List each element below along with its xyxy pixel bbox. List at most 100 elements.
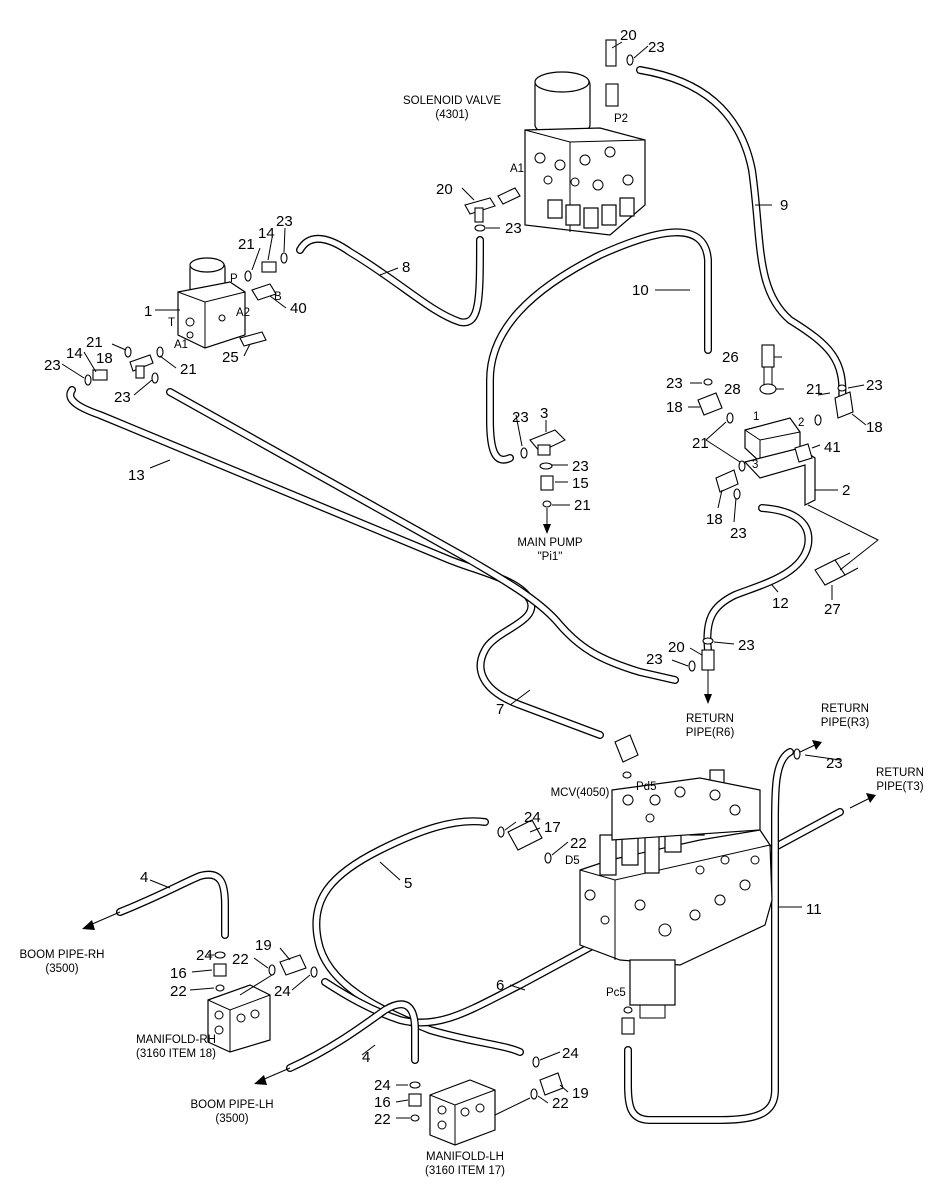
callout-14: 14 — [66, 345, 83, 362]
manifold-rh-line2: (3160 ITEM 18) — [136, 1048, 216, 1060]
callout-27: 27 — [824, 601, 841, 618]
fitting-17 — [507, 819, 543, 851]
elbow-19-lh — [539, 1072, 564, 1096]
return-pipe-t3-line2: PIPE(T3) — [876, 781, 923, 793]
callout-23: 23 — [826, 755, 843, 772]
callout-8: 8 — [402, 259, 410, 276]
o-ring-21-t — [124, 346, 132, 358]
o-ring-23-18 — [151, 372, 159, 384]
callout-21: 21 — [574, 497, 591, 514]
callout-3: 3 — [540, 405, 548, 422]
hose-11 — [624, 748, 794, 1124]
callout-6: 6 — [496, 977, 504, 994]
solenoid-valve-code: (4301) — [435, 109, 468, 121]
callout-23: 23 — [666, 375, 683, 392]
port-block-2: 2 — [798, 417, 804, 429]
fitting-25 — [239, 331, 267, 347]
callout-numbers: 20 23 9 20 23 21 14 23 8 1 40 25 21 14 2… — [44, 27, 883, 1128]
main-pump-label: MAIN PUMP — [517, 537, 583, 549]
port-labels: P T A1 A2 B A1 P2 1 2 3 Pd5 D5 Pc5 — [168, 113, 804, 999]
callout-12: 12 — [772, 595, 789, 612]
callout-1: 1 — [144, 303, 152, 320]
fitting-15 — [540, 475, 554, 491]
callout-23: 23 — [738, 637, 755, 654]
callout-22: 22 — [374, 1111, 391, 1128]
callout-22: 22 — [570, 835, 587, 852]
callout-19: 19 — [255, 937, 272, 954]
callout-21: 21 — [806, 381, 823, 398]
tee-fitting-20-r6 — [688, 637, 715, 704]
callout-23: 23 — [866, 377, 883, 394]
callout-41: 41 — [824, 439, 841, 456]
callout-24: 24 — [524, 809, 541, 826]
elbow-19-rh — [279, 954, 307, 976]
boom-pipe-rh-line1: BOOM PIPE-RH — [20, 949, 105, 961]
callout-13: 13 — [128, 467, 145, 484]
callout-23: 23 — [44, 357, 61, 374]
manifold-lh-line2: (3160 ITEM 17) — [425, 1165, 505, 1177]
callout-24: 24 — [274, 983, 291, 1000]
callout-23: 23 — [646, 651, 663, 668]
callout-18: 18 — [866, 419, 883, 436]
callout-22: 22 — [232, 951, 249, 968]
callout-23: 23 — [505, 220, 522, 237]
callout-22: 22 — [170, 983, 187, 1000]
boom-pipe-lh-line2: (3500) — [215, 1113, 248, 1125]
manifold-rh — [82, 911, 318, 1053]
hose-4-lh — [286, 1000, 419, 1072]
hose-13 — [66, 386, 604, 739]
o-ring-23-a1 — [474, 224, 486, 232]
washer-28 — [759, 383, 777, 395]
callout-9: 9 — [780, 197, 788, 214]
tee-fitting-20-top — [605, 39, 617, 67]
callout-18: 18 — [666, 399, 683, 416]
return-pipe-r6-line2: PIPE(R6) — [686, 727, 735, 739]
hose-4-rh — [116, 870, 229, 939]
tee-fitting-p2 — [605, 83, 619, 107]
o-ring-23-left — [84, 374, 92, 386]
return-pipe-r3-line1: RETURN — [821, 703, 869, 715]
hose-10 — [486, 228, 712, 464]
fitting-16-rh — [213, 963, 227, 977]
callout-20: 20 — [620, 27, 637, 44]
tee-fitting-20-a1 — [464, 197, 496, 215]
hose-5 — [312, 817, 524, 1056]
callout-23: 23 — [648, 39, 665, 56]
callout-21: 21 — [180, 361, 197, 378]
o-ring-23-valve1 — [280, 252, 288, 264]
return-pipe-r6-line1: RETURN — [686, 713, 734, 725]
hoses — [66, 66, 847, 1124]
callout-40: 40 — [290, 300, 307, 317]
callout-21: 21 — [86, 334, 103, 351]
fitting-14-left — [92, 369, 108, 381]
callout-16: 16 — [374, 1094, 391, 1111]
port-sv-p2: P2 — [614, 113, 628, 125]
callout-23: 23 — [572, 458, 589, 475]
callout-21: 21 — [238, 236, 255, 253]
elbow-18-right — [834, 391, 854, 419]
leader-lines — [61, 41, 867, 1119]
callout-24: 24 — [374, 1077, 391, 1094]
port-d5: D5 — [565, 855, 580, 867]
port-p: P — [230, 273, 238, 285]
tee-fitting-3 — [520, 429, 566, 508]
boom-pipe-rh-line2: (3500) — [45, 963, 78, 975]
fitting-14-top — [261, 261, 277, 273]
main-pump-port: "Pi1" — [538, 551, 563, 563]
return-pipe-r3-line2: PIPE(R3) — [821, 717, 870, 729]
callout-24: 24 — [196, 947, 213, 964]
o-ring-21-valve1-p — [244, 270, 252, 282]
callout-18: 18 — [706, 511, 723, 528]
callout-21: 21 — [692, 435, 709, 452]
callout-20: 20 — [436, 181, 453, 198]
port-pc5: Pc5 — [606, 987, 626, 999]
fitting-16-lh — [408, 1093, 422, 1107]
bolt-26 — [761, 344, 775, 368]
callout-15: 15 — [572, 475, 589, 492]
hose-12 — [703, 504, 813, 654]
callout-2: 2 — [842, 482, 850, 499]
callout-17: 17 — [544, 819, 561, 836]
port-t: T — [168, 317, 175, 329]
port-pd5: Pd5 — [636, 781, 656, 793]
boom-pipe-lh-line1: BOOM PIPE-LH — [190, 1099, 273, 1111]
